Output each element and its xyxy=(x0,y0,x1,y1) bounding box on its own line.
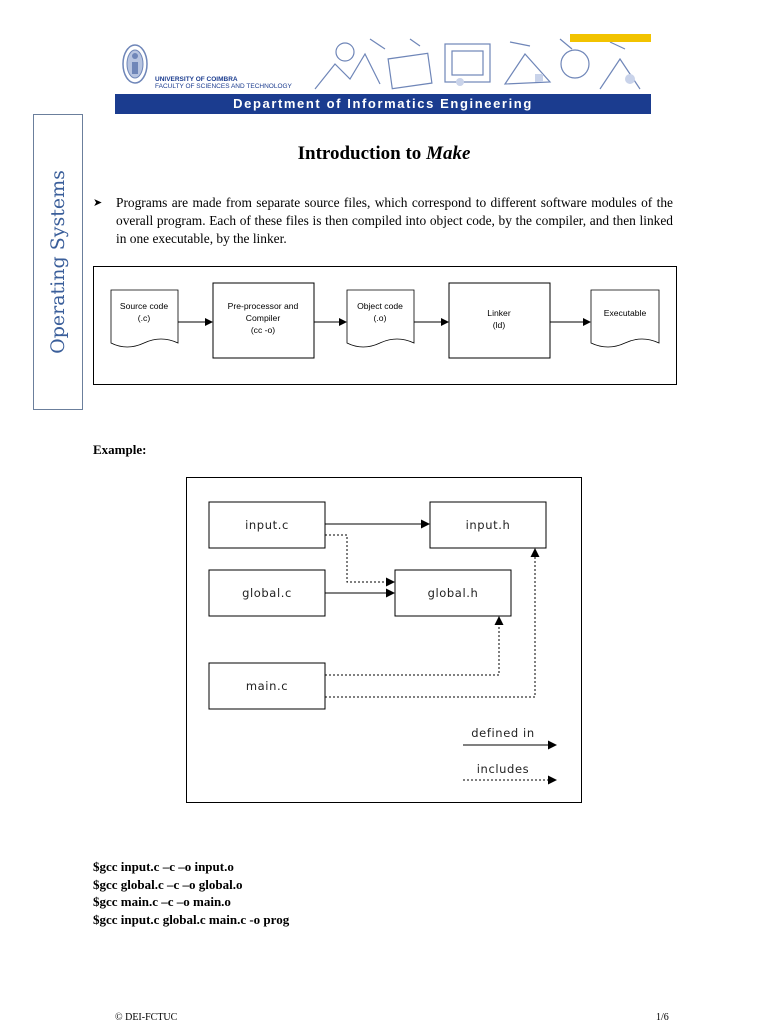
side-tab: Operating Systems xyxy=(33,114,83,410)
object-code-ext: (.o) xyxy=(374,313,387,323)
page-title: Introduction to Make xyxy=(0,143,768,165)
compilation-flow-diagram: Source code (.c) Pre-processor and Compi… xyxy=(93,266,677,385)
intro-paragraph: ➤ Programs are made from separate source… xyxy=(93,194,673,248)
banner-sketch-illustration xyxy=(314,38,641,90)
object-code-label: Object code xyxy=(357,301,403,311)
linker-box xyxy=(448,282,551,359)
department-bar xyxy=(115,94,651,114)
global-h-label: global.h xyxy=(428,586,479,600)
main-includes-input-arrow xyxy=(325,548,540,698)
title-prefix: Introduction to xyxy=(297,143,427,164)
command-line: $gcc input.c –c –o input.o xyxy=(93,859,234,874)
object-code-document xyxy=(346,289,415,348)
executable-document xyxy=(590,289,660,348)
title-emphasis: Make xyxy=(426,143,471,164)
compiler-command: (cc -o) xyxy=(251,325,275,335)
global-h-box xyxy=(394,569,512,617)
main-c-label: main.c xyxy=(246,679,288,693)
executable-label: Executable xyxy=(604,308,647,318)
preprocessor-box xyxy=(212,282,315,359)
command-line: $gcc main.c –c –o main.o xyxy=(93,894,231,909)
legend-defined-label: defined in xyxy=(471,726,534,740)
command-line: $gcc global.c –c –o global.o xyxy=(93,876,243,892)
header-banner: UNIVERSITY OF COIMBRA FACULTY OF SCIENCE… xyxy=(115,34,651,114)
intro-text: Programs are made from separate source f… xyxy=(116,195,673,246)
preprocessor-label: Pre-processor and xyxy=(228,301,299,311)
compiler-label: Compiler xyxy=(246,313,281,323)
main-c-box xyxy=(208,662,326,710)
main-includes-global-arrow xyxy=(325,616,504,676)
legend-includes-label: includes xyxy=(477,762,529,776)
input-includes-global-arrow xyxy=(325,534,395,587)
university-crest-icon xyxy=(122,44,148,84)
banner-yellow-accent xyxy=(570,34,651,42)
arrow-bullet-icon: ➤ xyxy=(93,196,103,209)
input-c-label: input.c xyxy=(245,518,289,532)
example-label: Example: xyxy=(93,442,147,457)
linker-command: (ld) xyxy=(493,320,506,330)
global-c-label: global.c xyxy=(242,586,292,600)
input-h-label: input.h xyxy=(466,518,511,532)
input-c-box xyxy=(208,501,326,549)
university-name: UNIVERSITY OF COIMBRA FACULTY OF SCIENCE… xyxy=(155,76,292,90)
linker-label: Linker xyxy=(487,308,511,318)
source-code-label: Source code xyxy=(120,301,168,311)
command-line: $gcc input.c global.c main.c -o prog xyxy=(93,911,290,927)
include-dependency-diagram: input.c input.h global.c global.h main.c… xyxy=(186,477,582,803)
dependency-svg: input.c input.h global.c global.h main.c… xyxy=(208,501,557,785)
footer-page-number: 1/6 xyxy=(656,1012,669,1023)
department-name: Department of Informatics Engineering xyxy=(233,96,533,111)
source-code-ext: (.c) xyxy=(138,313,151,323)
gcc-commands: $gcc input.c –c –o input.o $gcc global.c… xyxy=(93,858,289,928)
input-h-box xyxy=(429,501,547,549)
flow-svg: Source code (.c) Pre-processor and Compi… xyxy=(110,282,660,359)
footer-copyright: © DEI-FCTUC xyxy=(115,1012,178,1023)
side-tab-label: Operating Systems xyxy=(47,170,69,354)
source-code-document xyxy=(110,289,179,348)
